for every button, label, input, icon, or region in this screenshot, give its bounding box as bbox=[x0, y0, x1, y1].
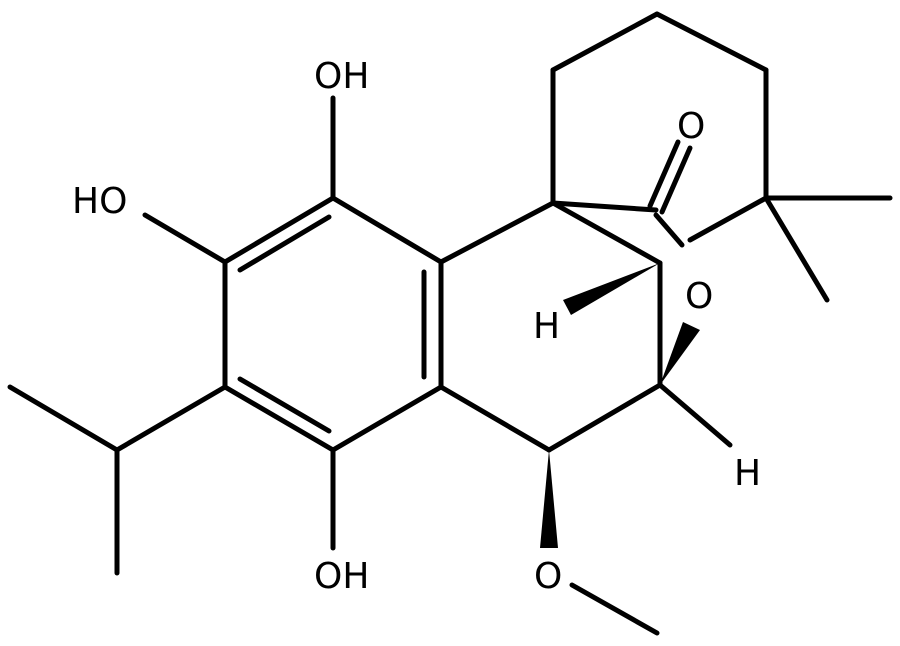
bond-isopropyl-1 bbox=[114, 384, 228, 453]
bond-aro-to-ch-methoxy bbox=[438, 384, 552, 453]
bond-aro-1 bbox=[330, 195, 444, 265]
bond-aro-3 bbox=[330, 384, 444, 453]
bond-carbonyl-double-a bbox=[647, 139, 681, 209]
label-o-ring: O bbox=[685, 276, 713, 317]
bond-carbonyl-double-b bbox=[659, 145, 693, 215]
bond-aro-6 bbox=[222, 195, 336, 265]
bond-methoxy-o-to-ch3 bbox=[569, 582, 660, 636]
bond-carbonyl-to-quaternary bbox=[550, 200, 659, 213]
bond-methyl-down bbox=[763, 195, 830, 303]
label-h-right: H bbox=[734, 453, 761, 494]
bond-ring-top-3 bbox=[654, 11, 769, 73]
bond-ring-top-2 bbox=[550, 11, 660, 73]
bond-aro-4b bbox=[237, 376, 332, 434]
label-o-carbonyl: O bbox=[677, 106, 705, 147]
wedge-h-left bbox=[563, 263, 660, 315]
label-h-left: H bbox=[533, 306, 560, 347]
bond-aro-4 bbox=[222, 384, 336, 453]
label-ho-left: HO bbox=[72, 181, 127, 222]
bond-aro-to-quaternary bbox=[438, 200, 556, 265]
bond-aro-6b bbox=[237, 214, 332, 273]
bond-ch-methoxy-to-ch bbox=[546, 382, 663, 453]
bond-h-right bbox=[657, 382, 733, 448]
bond-quaternary-to-ch bbox=[550, 200, 663, 266]
label-oh-bottom: OH bbox=[314, 556, 369, 597]
wedge-ch-lower-to-o bbox=[660, 322, 700, 385]
bond-ring-o-to-carbonyl bbox=[653, 212, 685, 248]
wedge-methoxy bbox=[540, 450, 558, 548]
bond-isopropyl-2 bbox=[7, 384, 120, 453]
label-o-methoxy: O bbox=[534, 556, 562, 597]
bond-cq-to-ring-o bbox=[687, 195, 769, 243]
label-oh-top: OH bbox=[314, 56, 369, 97]
bond-ho-left bbox=[142, 212, 228, 265]
